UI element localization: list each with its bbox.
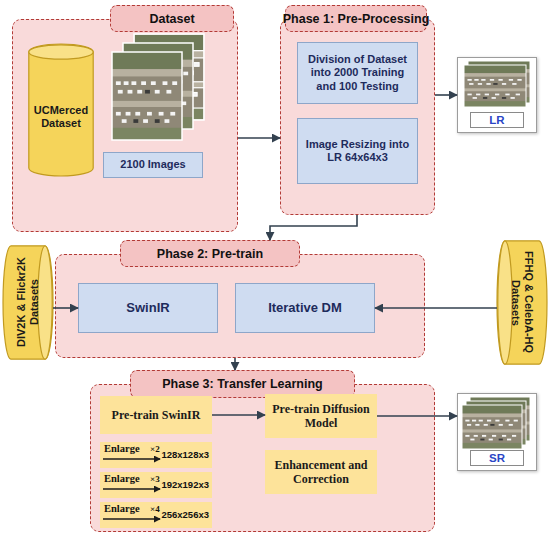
scale-factor: ×4 <box>150 505 160 515</box>
flow-arrow <box>234 358 236 370</box>
illustration-part <box>468 61 530 103</box>
image-tag: LR <box>470 112 524 128</box>
box-label: SwinIR <box>126 300 169 316</box>
dataset-thumbnails <box>112 34 204 140</box>
output-size: 128x128x3 <box>161 450 209 460</box>
box-label: Iterative DM <box>268 300 342 316</box>
flow-arrow <box>270 215 357 240</box>
enlarge-box: Enlarge ×4256x256x3 <box>100 502 212 528</box>
box-label: Enhancement and Correction <box>270 458 372 487</box>
scale-factor: ×3 <box>150 475 160 485</box>
cylinder-text-area: FFHQ & CelebA-HQ Datasets <box>497 240 547 365</box>
image-tag: SR <box>470 450 524 466</box>
illustration-part <box>462 405 522 449</box>
flow-arrow <box>238 137 280 139</box>
transfer-box: Pre-train SwinIR <box>100 396 212 434</box>
process-box: SwinIR <box>78 283 218 333</box>
phase-title: Dataset <box>149 12 194 26</box>
enlarge-label: Enlarge <box>104 473 140 485</box>
phase-group: Phase 2: Pre-trainSwinIR Iterative DM <box>55 240 425 358</box>
process-box: Division of Dataset into 2000 Training a… <box>297 42 418 104</box>
group-tab: Phase 2: Pre-train <box>120 240 300 267</box>
illustration-part <box>103 458 160 460</box>
process-box: Image Resizing into LR 64x64x3 <box>297 118 418 184</box>
box-label: Division of Dataset into 2000 Training a… <box>303 53 412 93</box>
group-tab: Phase 1: Pre-Processing <box>285 5 427 32</box>
illustration-part <box>123 43 193 129</box>
dataset-name: FFHQ & CelebA-HQ Datasets <box>509 243 535 362</box>
box-label: Pre-train SwinIR <box>112 408 201 422</box>
enlarge-box: Enlarge ×3192x192x3 <box>100 472 212 498</box>
illustration-part <box>112 52 182 140</box>
output-image-box: LR <box>457 57 537 133</box>
illustration-part <box>134 34 204 120</box>
flow-arrow <box>212 414 265 416</box>
phase-group: DatasetUCMerced Dataset 2100 Images <box>12 5 238 232</box>
illustration-part <box>468 61 530 103</box>
dataset-cylinder: FFHQ & CelebA-HQ Datasets <box>497 240 547 365</box>
illustration-part <box>123 43 193 129</box>
enlarge-arrows <box>103 459 160 519</box>
illustration-part <box>103 518 160 520</box>
phase-group: Phase 1: Pre-ProcessingDivision of Datas… <box>280 5 435 215</box>
group-tab: Dataset <box>110 5 234 32</box>
output-size: 192x192x3 <box>161 480 209 490</box>
lr-thumbnails <box>464 61 530 107</box>
output-size: 256x256x3 <box>161 510 209 520</box>
flow-arrow <box>435 94 457 96</box>
dataset-cylinder: DIV2K & Flickr2K Datasets <box>3 245 53 360</box>
enlarge-box: Enlarge ×2128x128x3 <box>100 442 212 468</box>
illustration-part <box>470 397 530 441</box>
illustration-part <box>464 65 526 107</box>
cylinder-body <box>3 246 53 359</box>
dataset-name: DIV2K & Flickr2K Datasets <box>15 248 41 357</box>
illustration-part <box>134 34 204 120</box>
scale-factor: ×2 <box>150 445 160 455</box>
enlarge-label: Enlarge <box>104 443 140 455</box>
process-box: Iterative DM <box>235 283 375 333</box>
transfer-box: Pre-train Diffusion Model <box>265 394 377 438</box>
illustration-part <box>466 401 526 445</box>
cylinder-body <box>497 241 547 364</box>
flow-arrow <box>53 307 78 309</box>
dataset-name: UCMerced Dataset <box>30 104 92 130</box>
sr-thumbnails <box>462 397 530 449</box>
dataset-cylinder: UCMerced Dataset <box>28 44 94 176</box>
illustration-part <box>466 401 526 445</box>
flow-arrow <box>377 415 457 417</box>
illustration-part <box>462 405 522 449</box>
box-label: 2100 Images <box>120 158 185 171</box>
illustration-part <box>464 65 526 107</box>
cylinder-body <box>29 44 93 176</box>
phase-group: Phase 3: Transfer LearningPre-train Swin… <box>90 370 435 532</box>
illustration-part <box>103 488 160 490</box>
transfer-box: Enhancement and Correction <box>265 450 377 494</box>
enlarge-label: Enlarge <box>104 503 140 515</box>
box-label: Pre-train Diffusion Model <box>270 402 372 431</box>
illustration-part <box>470 397 530 441</box>
phase-title: Phase 2: Pre-train <box>157 247 263 261</box>
process-box: 2100 Images <box>103 152 203 178</box>
cylinder-text-area: UCMerced Dataset <box>28 58 94 176</box>
illustration-part <box>112 52 182 140</box>
phase-title: Phase 1: Pre-Processing <box>283 12 430 26</box>
cylinder-text-area: DIV2K & Flickr2K Datasets <box>3 245 53 360</box>
box-label: Image Resizing into LR 64x64x3 <box>303 138 412 164</box>
flow-arrow <box>375 307 497 309</box>
output-image-box: SR <box>457 393 537 471</box>
cylinder-cap <box>29 45 93 59</box>
phase-title: Phase 3: Transfer Learning <box>162 377 322 391</box>
